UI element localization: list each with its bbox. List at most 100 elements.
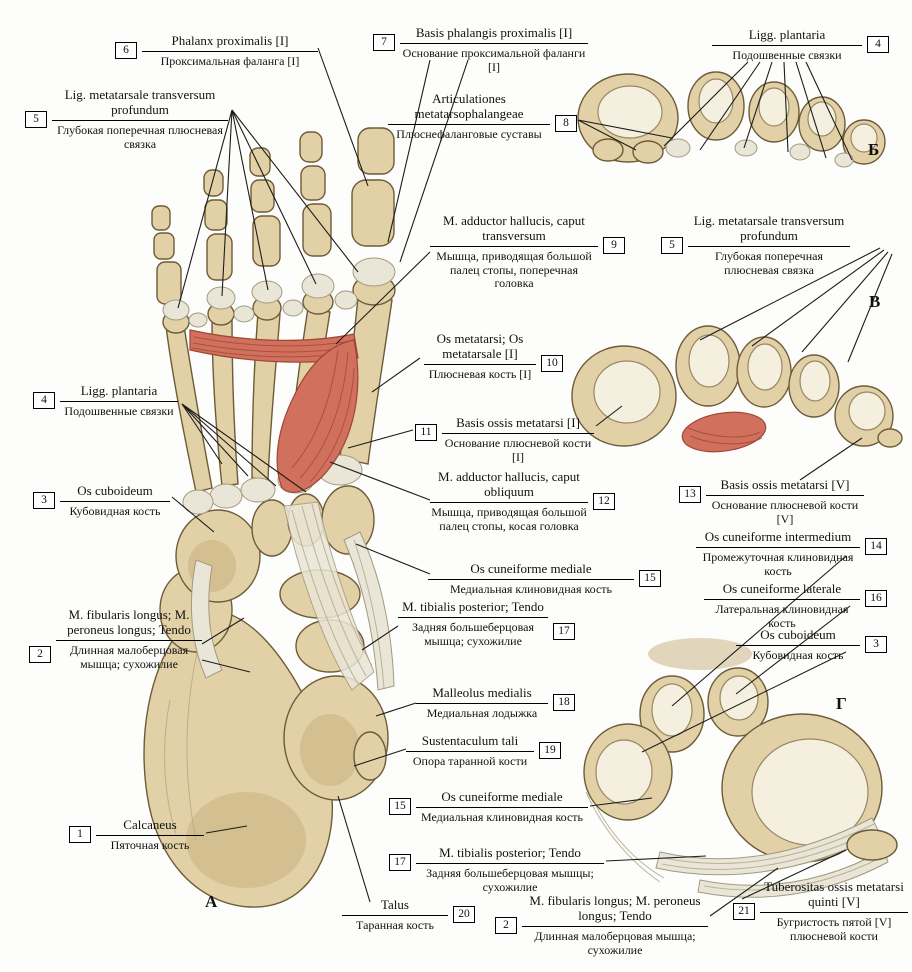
label-10-os-metatarsale: 10 Os metatarsi; Os metatarsale [I] Плюс… (424, 331, 563, 382)
label-20-number-box: 20 (453, 906, 475, 923)
label-latin: Tuberositas ossis metatarsi quinti [V] (760, 879, 908, 913)
label-4-number-box: 4 (867, 36, 889, 53)
label-5-lig-metatarsale-right: 5 Lig. metatarsale transversum profundum… (661, 213, 850, 277)
label-russian: Подошвенные связки (732, 47, 842, 62)
label-5-number-box: 5 (25, 111, 47, 128)
label-latin: Sustentaculum tali (406, 733, 534, 752)
label-latin: Articulationes metatarsophalangeae (388, 91, 550, 125)
label-latin: M. tibialis posterior; Tendo (398, 599, 548, 618)
label-3-number-box: 3 (33, 492, 55, 509)
label-latin: Lig. metatarsale transversum profundum (52, 87, 228, 121)
label-9-adductor-transversum: 9 M. adductor hallucis, caput transversu… (430, 213, 625, 291)
label-russian: Латеральная клиновидная кость (715, 601, 849, 630)
label-russian: Опора таранной кости (412, 753, 528, 768)
label-8-articulationes: 8 Articulationes metatarsophalangeae Плю… (388, 91, 577, 142)
mtp-joint-capsules (352, 257, 396, 287)
hallux-proximal-phalanx (351, 179, 395, 247)
label-latin: Os metatarsi; Os metatarsale [I] (424, 331, 536, 365)
label-2-number-box: 2 (29, 646, 51, 663)
panel-v-adductor-muscle (681, 411, 767, 453)
label-11-basis-metatarsi-1: 11 Basis ossis metatarsi [I] Основание п… (415, 415, 594, 465)
main-foot-illustration (143, 127, 396, 908)
label-3-number-box: 3 (865, 636, 887, 653)
label-13-basis-metatarsi-5: 13 Basis ossis metatarsi [V] Основание п… (679, 477, 864, 527)
label-21-number-box: 21 (733, 903, 755, 920)
panel-b-plantar-ligaments (665, 138, 691, 158)
label-latin: Os cuneiforme mediale (416, 789, 588, 808)
panel-g-tuberosity-mt5 (846, 829, 898, 861)
label-10-number-box: 10 (541, 355, 563, 372)
label-russian: Кубовидная кость (69, 503, 161, 518)
label-15-number-box: 15 (389, 798, 411, 815)
label-latin: M. adductor hallucis, caput transversum (430, 213, 598, 247)
panel-letter-b: Б (868, 140, 880, 159)
panel-b-illustration (577, 71, 886, 168)
label-latin: Os cuneiforme intermedium (696, 529, 860, 548)
label-latin: M. tibialis posterior; Tendo (416, 845, 604, 864)
label-12-number-box: 12 (593, 493, 615, 510)
label-2-fibularis-longus-left: 2 M. fibularis longus; M. peroneus longu… (29, 607, 202, 671)
panel-letter-v: В (869, 292, 881, 311)
peroneus-longus-tendon (190, 559, 223, 679)
label-3-os-cuboideum-left: 3 Os cuboideum Кубовидная кость (33, 483, 170, 519)
label-latin: Basis ossis metatarsi [I] (442, 415, 594, 434)
label-4-ligg-plantaria-left: 4 Ligg. plantaria Подошвенные связки (33, 383, 178, 419)
panel-v-illustration (571, 325, 903, 453)
label-russian: Основание плюсневой кости [I] (444, 435, 592, 464)
label-russian: Основание проксимальной фаланги [I] (402, 45, 586, 74)
tibialis-posterior-tendon (343, 531, 395, 691)
panel-g-illustration (583, 638, 898, 898)
label-latin: Os cuneiforme laterale (704, 581, 860, 600)
label-9-number-box: 9 (603, 237, 625, 254)
label-12-adductor-obliquum: 12 M. adductor hallucis, caput obliquum … (430, 469, 615, 533)
label-latin: Calcaneus (96, 817, 204, 836)
label-4-ligg-plantaria-top: 4 Ligg. plantaria Подошвенные связки (712, 27, 889, 63)
label-16-cuneiforme-laterale: 16 Os cuneiforme laterale Латеральная кл… (704, 581, 887, 631)
label-russian: Медиальная лодыжка (426, 705, 538, 720)
label-latin: Os cuboideum (736, 627, 860, 646)
label-14-cuneiforme-intermedium: 14 Os cuneiforme intermedium Промежуточн… (696, 529, 887, 579)
leader-lines (171, 47, 893, 917)
label-russian: Задняя большеберцовая мышцы; сухожилие (426, 865, 594, 894)
label-17-number-box: 17 (553, 623, 575, 640)
label-russian: Медиальная клиновидная кость (449, 581, 613, 596)
label-russian: Мышца, приводящая большой палец стопы, п… (436, 248, 592, 291)
label-19-sustentaculum-tali: 19 Sustentaculum tali Опора таранной кос… (406, 733, 561, 769)
label-latin: M. adductor hallucis, caput obliquum (430, 469, 588, 503)
label-russian: Длинная малоберцовая мышца; сухожилие (534, 928, 696, 957)
label-15-number-box: 15 (639, 570, 661, 587)
label-20-talus: 20 Talus Таранная кость (342, 897, 475, 933)
adductor-hallucis-oblique-head (276, 339, 359, 493)
label-latin: Os cuboideum (60, 483, 170, 502)
label-latin: Ligg. plantaria (60, 383, 178, 402)
label-3-os-cuboideum-right: 3 Os cuboideum Кубовидная кость (736, 627, 887, 663)
panel-letter-a: А (205, 892, 218, 911)
label-latin: Ligg. plantaria (712, 27, 862, 46)
label-russian: Мышца, приводящая большой палец стопы, к… (431, 504, 587, 533)
sustentaculum-tali-bone (353, 731, 387, 781)
label-17-number-box: 17 (389, 854, 411, 871)
label-19-number-box: 19 (539, 742, 561, 759)
panel-letter-g: Г (836, 694, 847, 713)
label-latin: Basis phalangis proximalis [I] (400, 25, 588, 44)
label-russian: Медиальная клиновидная кость (420, 809, 584, 824)
label-7-number-box: 7 (373, 34, 395, 51)
label-russian: Основание плюсневой кости [V] (711, 497, 859, 526)
label-13-number-box: 13 (679, 486, 701, 503)
label-latin: M. fibularis longus; M. peroneus longus;… (56, 607, 202, 641)
label-latin: Malleolus medialis (416, 685, 548, 704)
label-8-number-box: 8 (555, 115, 577, 132)
label-6-phalanx-proximalis: 6 Phalanx proximalis [I] Проксимальная ф… (115, 33, 318, 69)
label-1-calcaneus: 1 Calcaneus Пяточная кость (69, 817, 204, 853)
label-russian: Кубовидная кость (752, 647, 844, 662)
label-russian: Глубокая поперечная плюсневая связка (57, 122, 223, 151)
label-6-number-box: 6 (115, 42, 137, 59)
metatarsal-3-bone (251, 311, 281, 481)
label-russian: Плюснефаланговые суставы (396, 126, 542, 141)
label-russian: Таранная кость (356, 917, 434, 932)
label-russian: Плюсневая кость [I] (428, 366, 532, 381)
label-7-basis-phalangis: 7 Basis phalangis proximalis [I] Основан… (373, 25, 588, 75)
label-18-number-box: 18 (553, 694, 575, 711)
label-15-cuneiforme-mediale-bottom: 15 Os cuneiforme mediale Медиальная клин… (389, 789, 588, 825)
